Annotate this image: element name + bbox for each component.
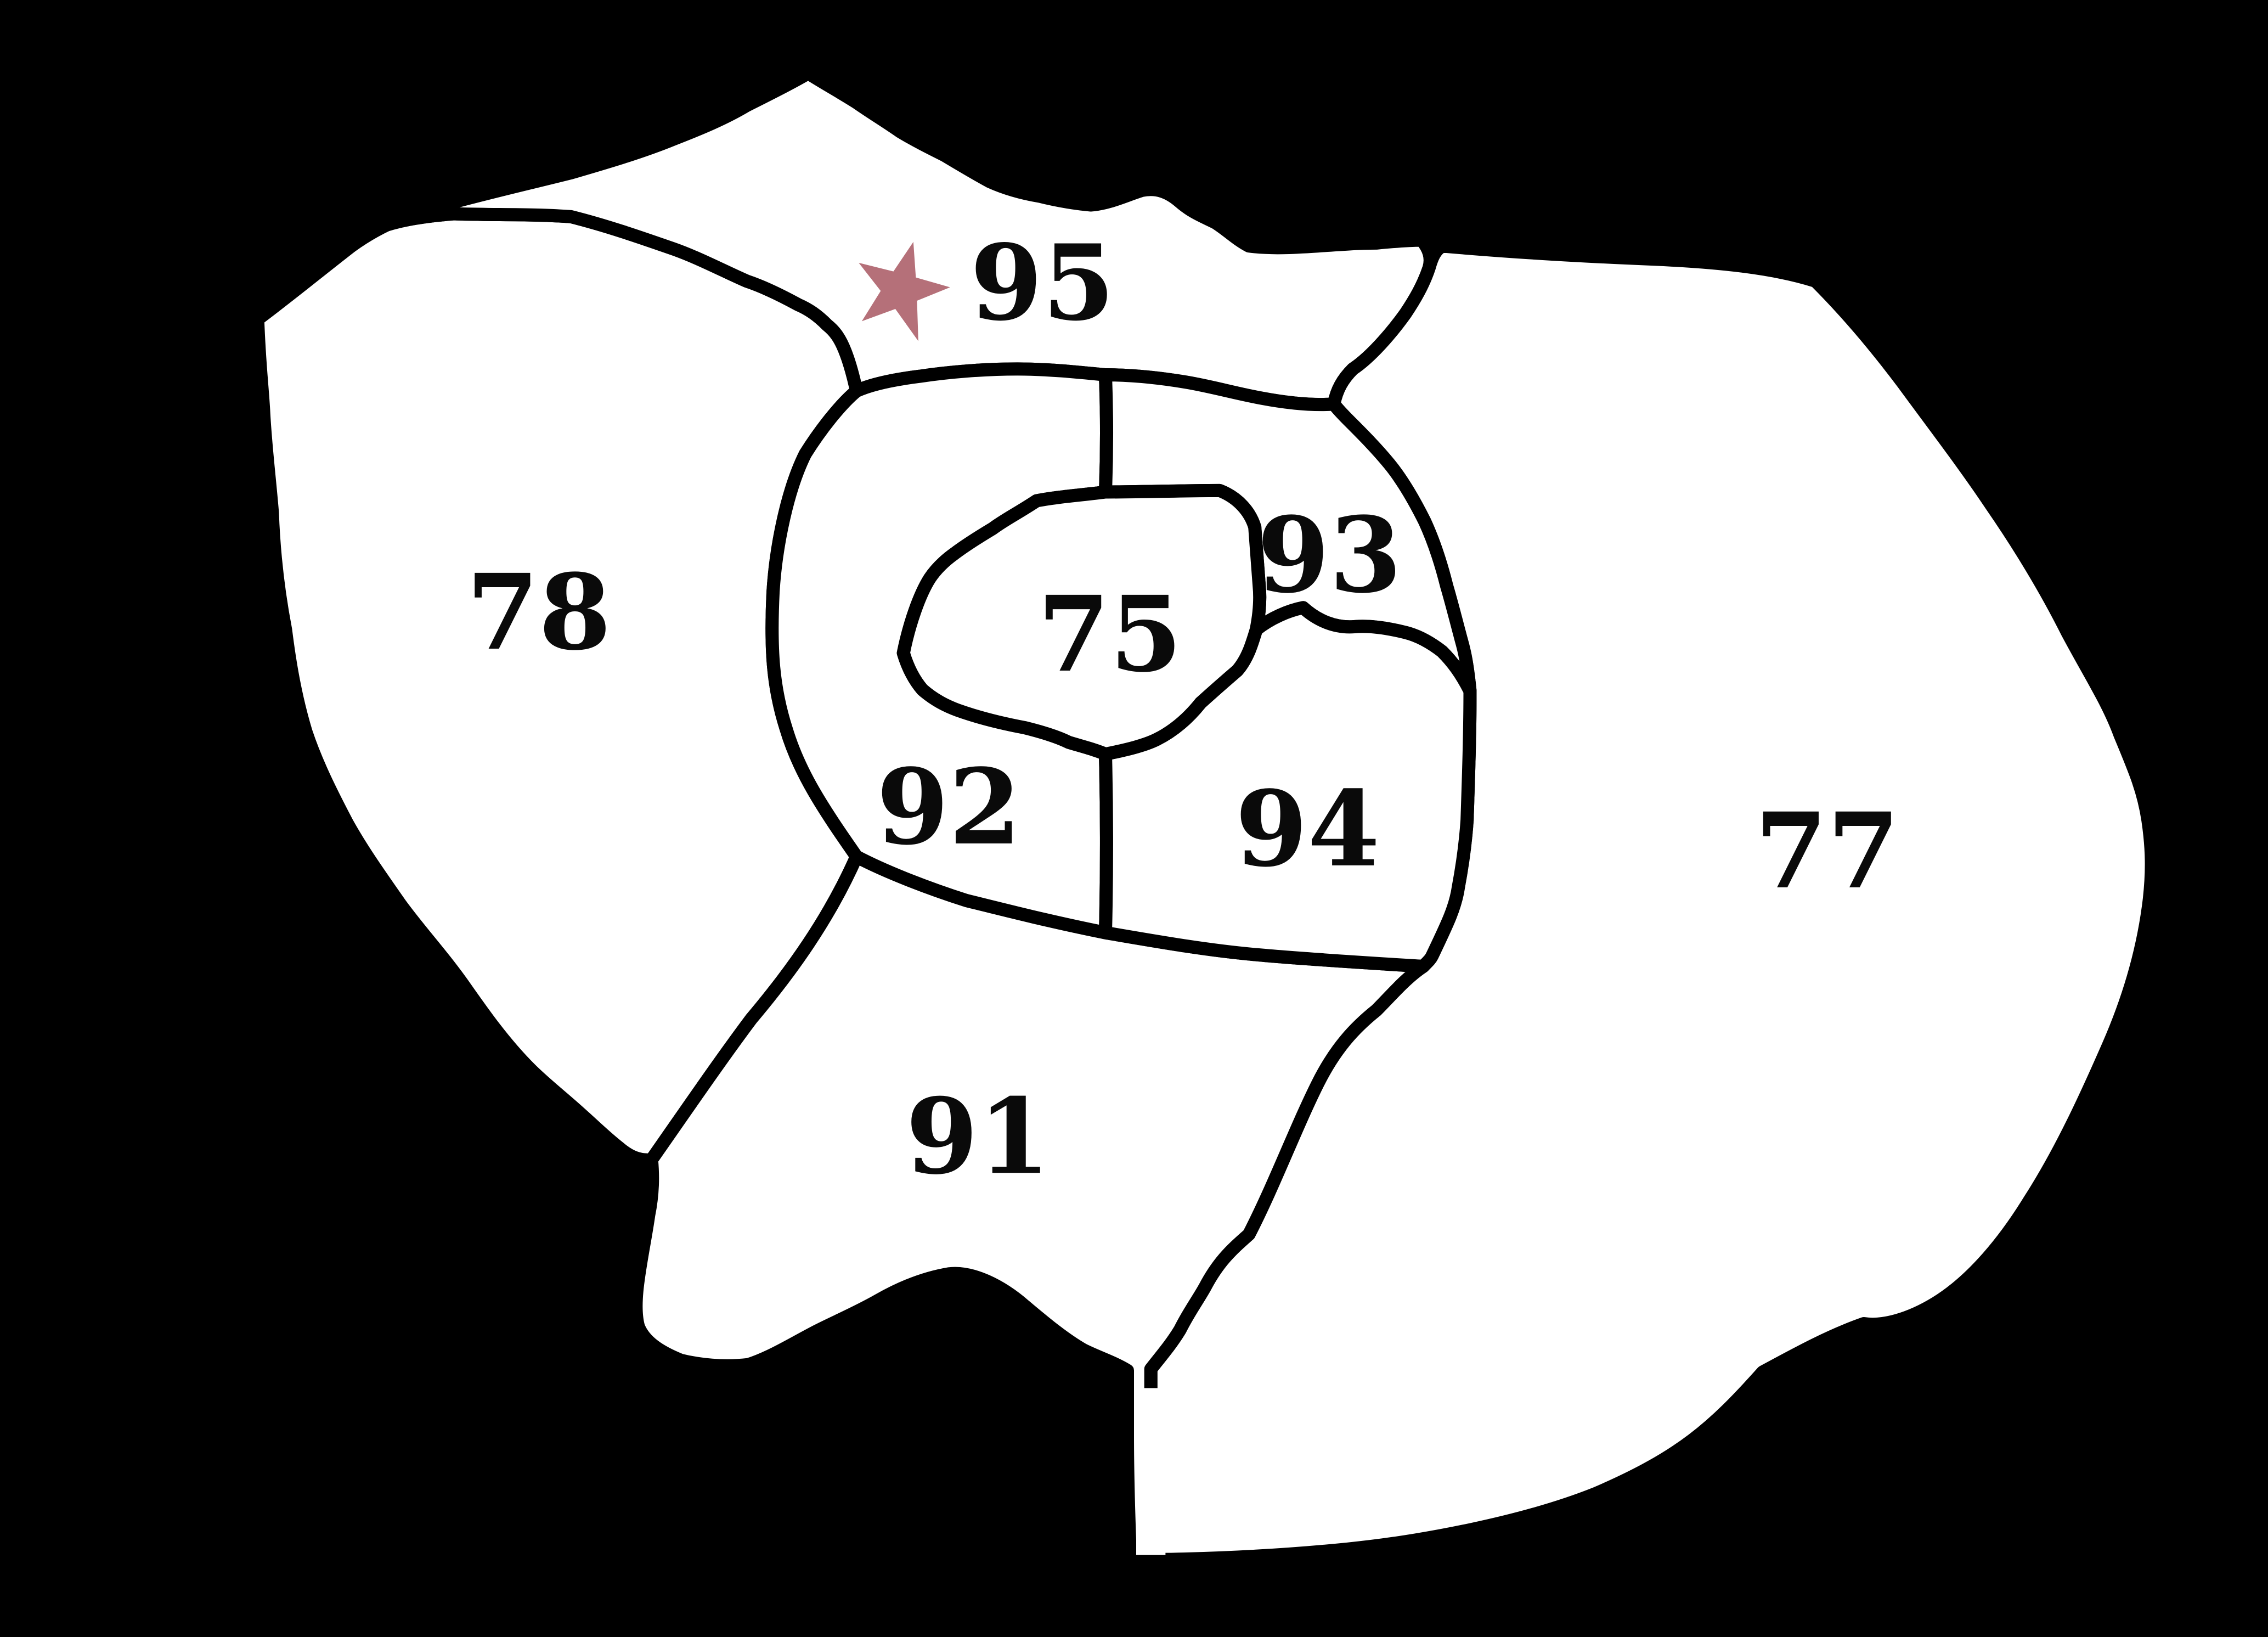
region-95[interactable] [251,66,1437,412]
star-marker-icon [859,241,950,341]
region-94[interactable] [1098,601,1477,973]
merged-area-patch [1136,1388,1166,1555]
region-75[interactable] [896,483,1267,761]
